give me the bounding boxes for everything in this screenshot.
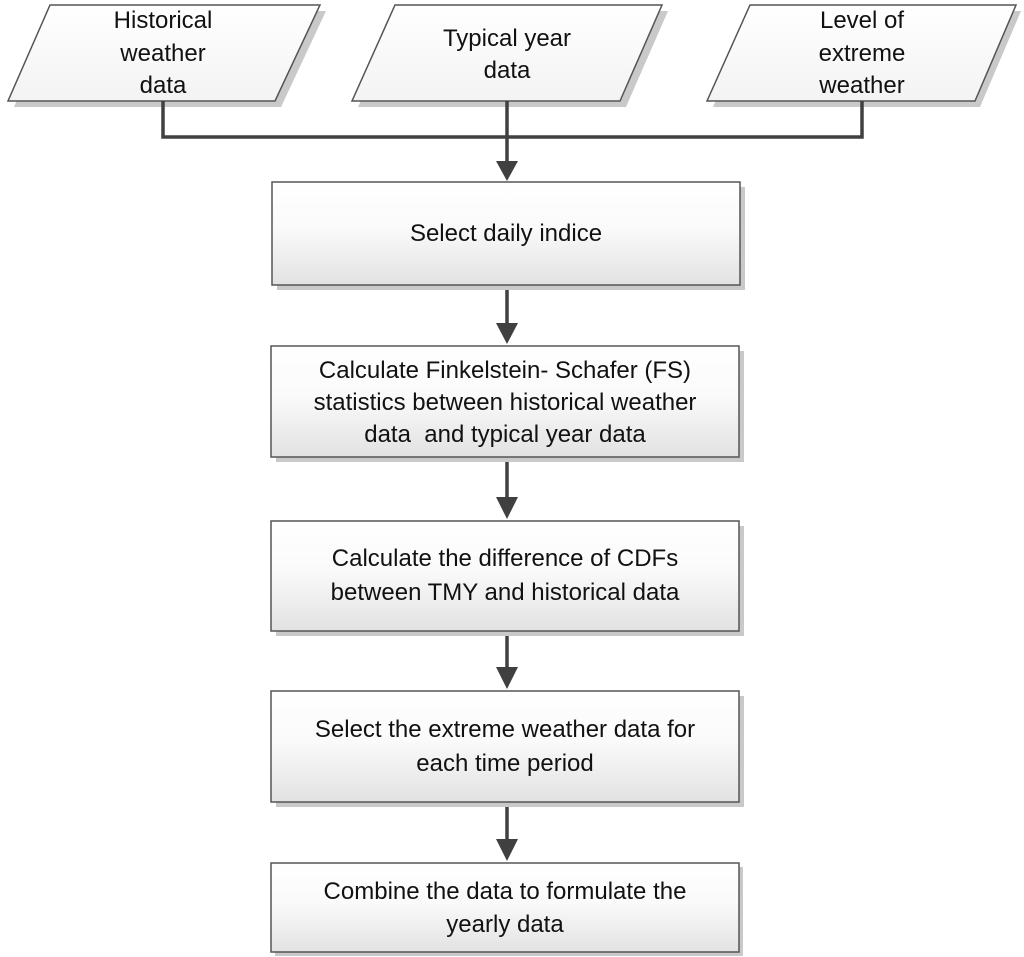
arrow-head	[496, 839, 518, 861]
step-calculate-cdf-difference: Calculate the difference of CDFs between…	[270, 520, 744, 636]
step-label-line: each time period	[416, 750, 593, 777]
step-label-line: data and typical year data	[364, 421, 646, 448]
step-select-daily-indice: Select daily indice	[271, 181, 745, 290]
input-parallelogram	[350, 4, 664, 102]
step-label-line: yearly data	[446, 911, 564, 938]
input-label-line: Typical year	[443, 25, 571, 52]
merge-connector-line	[161, 101, 864, 139]
arrow-head	[496, 497, 518, 519]
input-label-line: Level of	[820, 7, 904, 34]
arrow-head	[496, 161, 518, 181]
step-label-line: Calculate Finkelstein- Schafer (FS)	[319, 357, 691, 384]
step-label-line: statistics between historical weather	[314, 389, 697, 416]
input-historical-weather-data: Historical weather data	[6, 4, 326, 107]
step-label-line: Calculate the difference of CDFs	[332, 545, 678, 572]
input-label-line: data	[140, 72, 187, 99]
process-box	[270, 345, 740, 458]
process-box	[270, 690, 740, 803]
arrow-head	[496, 323, 518, 344]
step-label-line: Select daily indice	[410, 220, 602, 247]
step-label-line: Combine the data to formulate the	[324, 878, 687, 905]
input-parallelogram	[6, 4, 322, 102]
input-level-of-extreme-weather: Level of extreme weather	[705, 4, 1021, 107]
input-label-line: weather	[119, 40, 205, 67]
process-box	[271, 181, 741, 286]
input-parallelogram	[705, 4, 1018, 102]
step-calculate-fs-statistics: Calculate Finkelstein- Schafer (FS) stat…	[270, 345, 744, 462]
input-label-line: weather	[818, 72, 904, 99]
input-label-line: data	[484, 57, 531, 84]
step-label-line: between TMY and historical data	[331, 579, 680, 606]
step-combine-data: Combine the data to formulate the yearly…	[270, 862, 743, 956]
input-label-line: Historical	[114, 7, 213, 34]
process-box	[270, 862, 740, 953]
arrow-head	[496, 667, 518, 689]
input-typical-year-data: Typical year data	[350, 4, 668, 107]
step-label-line: Select the extreme weather data for	[315, 716, 695, 743]
input-label-line: extreme	[819, 40, 906, 67]
step-select-extreme-weather-data: Select the extreme weather data for each…	[270, 690, 744, 807]
process-box	[270, 520, 740, 632]
